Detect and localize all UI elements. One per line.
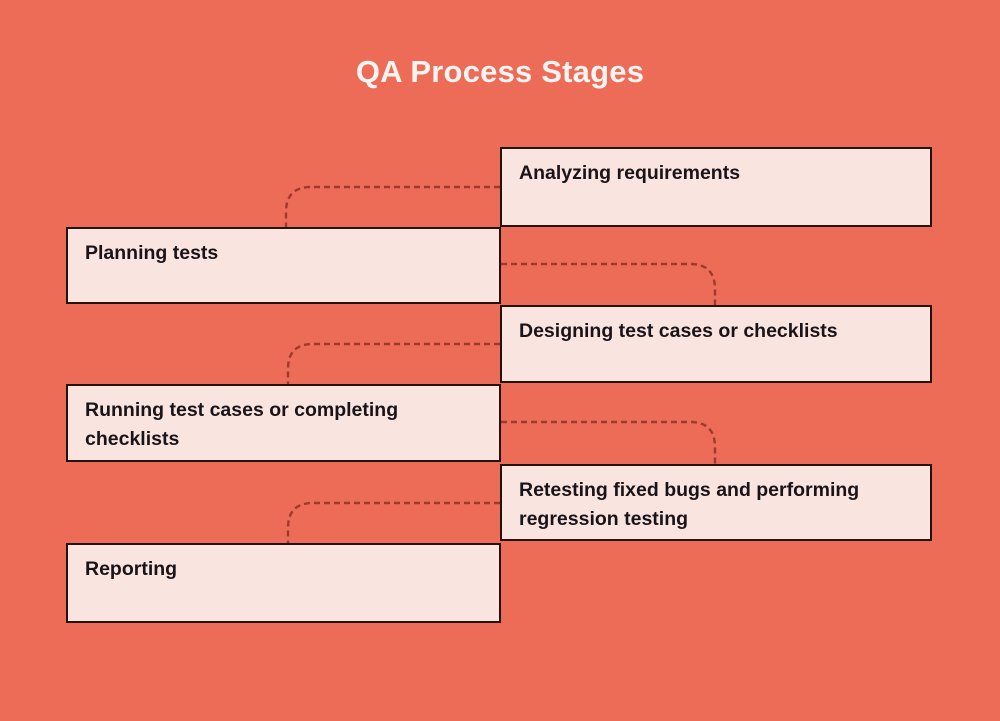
stage-label: Running test cases or completing checkli… <box>85 399 399 450</box>
connector-designing-to-running <box>286 342 500 384</box>
stage-box-running-test-cases[interactable]: Running test cases or completing checkli… <box>66 384 501 462</box>
connector-analyzing-to-planning <box>284 185 500 227</box>
stage-box-planning-tests[interactable]: Planning tests <box>66 227 501 304</box>
stage-label: Designing test cases or checklists <box>519 320 838 342</box>
page-title: QA Process Stages <box>355 54 645 89</box>
stage-box-designing-test-cases[interactable]: Designing test cases or checklists <box>500 305 932 383</box>
stage-label: Planning tests <box>85 242 219 264</box>
stage-label: Reporting <box>85 558 178 580</box>
connector-running-to-retesting <box>501 420 717 464</box>
stage-label: Analyzing requirements <box>519 162 741 184</box>
stage-box-analyzing-requirements[interactable]: Analyzing requirements <box>500 147 932 227</box>
connector-retesting-to-reporting <box>286 501 500 543</box>
stage-box-retesting-fixed-bugs[interactable]: Retesting fixed bugs and performing regr… <box>500 464 932 541</box>
stage-label: Retesting fixed bugs and performing regr… <box>519 479 860 530</box>
stage-box-reporting[interactable]: Reporting <box>66 543 501 623</box>
connector-planning-to-designing <box>501 262 717 305</box>
